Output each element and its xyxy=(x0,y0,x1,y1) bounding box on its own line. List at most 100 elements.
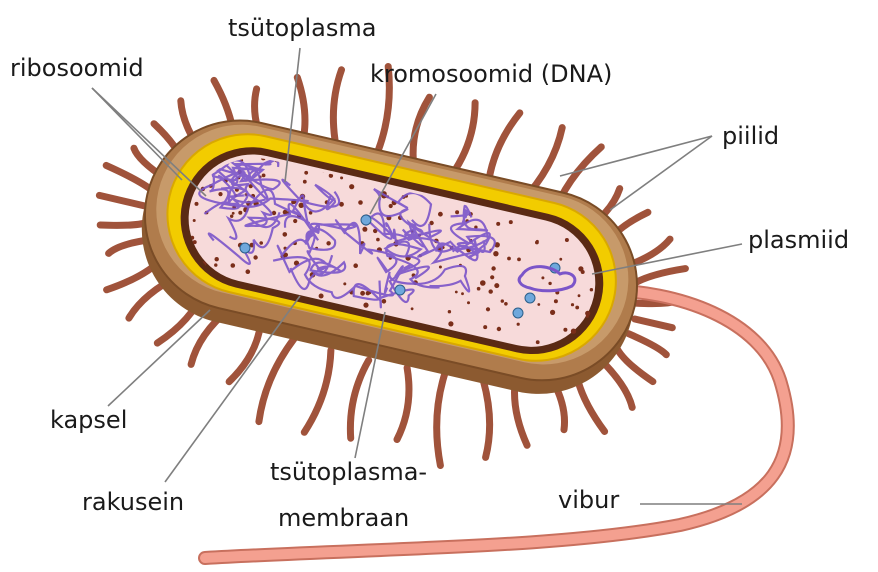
ribosome xyxy=(353,263,358,268)
ribosome xyxy=(565,238,569,242)
pilus xyxy=(628,334,666,355)
leader-pili-2 xyxy=(610,136,712,210)
ribosome xyxy=(537,303,540,306)
ribosome xyxy=(575,306,579,310)
ribosome xyxy=(559,258,562,261)
ribosome xyxy=(439,266,442,269)
ribosome xyxy=(467,301,470,304)
ribosome xyxy=(494,283,499,288)
label-pili: piilid xyxy=(722,124,779,148)
ribosome xyxy=(571,329,576,334)
ribosome xyxy=(382,299,387,304)
ribosome xyxy=(262,174,266,178)
ribosome xyxy=(389,204,393,208)
ribosome xyxy=(448,310,451,313)
ribosome xyxy=(563,328,567,332)
label-membrane-line1: tsütoplasma- xyxy=(270,460,427,484)
ribosome xyxy=(517,258,521,262)
ribosome xyxy=(232,212,235,215)
ribosome xyxy=(486,307,490,311)
ribosome xyxy=(253,255,257,259)
pilus xyxy=(304,350,331,432)
ribosome xyxy=(490,275,494,279)
label-cell-wall: rakusein xyxy=(82,490,184,514)
ribosome xyxy=(343,282,346,285)
ribosome xyxy=(548,282,551,285)
ribosome xyxy=(259,241,263,245)
ribosome xyxy=(578,294,581,297)
ribosome xyxy=(326,241,330,245)
ribosome xyxy=(193,240,197,244)
ribosome xyxy=(193,219,196,222)
ribosome xyxy=(586,315,589,318)
ribosome xyxy=(590,288,593,291)
pilus xyxy=(437,373,445,466)
ribosome xyxy=(578,266,583,271)
leader-pili-1 xyxy=(560,136,712,176)
ribosome xyxy=(483,325,487,329)
pilus xyxy=(452,103,476,176)
ribosome xyxy=(411,307,414,310)
ribosome xyxy=(493,251,498,256)
ribosome xyxy=(246,269,251,274)
ribosome xyxy=(293,219,297,223)
ribosome xyxy=(319,294,324,299)
ribosome xyxy=(448,321,453,326)
ribosome xyxy=(507,257,511,261)
ribosome xyxy=(238,211,242,215)
label-ribosomes: ribosoomid xyxy=(10,56,144,80)
ribosome xyxy=(535,241,539,245)
ribosome xyxy=(214,263,217,266)
pilus xyxy=(397,368,409,440)
label-capsule: kapsel xyxy=(50,408,127,432)
ribosome xyxy=(360,291,365,296)
ribosome xyxy=(480,280,486,286)
pilus xyxy=(630,269,686,287)
ribosome xyxy=(376,238,380,242)
ribosome xyxy=(362,227,367,232)
ribosome xyxy=(496,222,500,226)
ribosome xyxy=(517,323,520,326)
label-chromosomes: kromosoomid (DNA) xyxy=(370,62,612,86)
ribosome xyxy=(455,291,458,294)
ribosome xyxy=(536,340,540,344)
ribosome xyxy=(550,310,555,315)
ribosome xyxy=(497,327,501,331)
ribosome xyxy=(438,212,443,217)
ribosome xyxy=(303,180,307,184)
label-cytoplasm: tsütoplasma xyxy=(228,16,376,40)
pilus xyxy=(259,338,295,422)
pilus xyxy=(100,223,147,226)
ribosome xyxy=(541,276,544,279)
ribosome xyxy=(358,200,363,205)
pilus xyxy=(99,195,147,206)
label-membrane-line2: membraan xyxy=(278,506,409,530)
label-plasmid: plasmiid xyxy=(748,228,849,252)
ribosome xyxy=(195,202,199,206)
ribosome xyxy=(554,299,558,303)
ribosome xyxy=(283,232,288,237)
ribosome xyxy=(363,303,368,308)
pilus xyxy=(482,375,490,457)
ribosome xyxy=(491,266,495,270)
pilus xyxy=(616,346,653,381)
ribosome xyxy=(504,302,508,306)
ribosome xyxy=(461,292,464,295)
ribosome xyxy=(489,289,493,293)
ribosome xyxy=(349,184,354,189)
ribosome xyxy=(230,215,233,218)
ribosome xyxy=(455,210,459,214)
ribosome xyxy=(509,220,513,224)
pilus xyxy=(106,165,154,192)
ribosome xyxy=(340,176,343,179)
ribosome xyxy=(218,192,222,196)
ribosome xyxy=(304,171,308,175)
ribosome xyxy=(215,257,219,261)
pilus xyxy=(350,360,368,438)
ribosome xyxy=(477,287,481,291)
label-flagellum: vibur xyxy=(558,488,619,512)
ribosome xyxy=(231,263,236,268)
ribosome xyxy=(501,299,504,302)
ribosome xyxy=(571,303,574,306)
